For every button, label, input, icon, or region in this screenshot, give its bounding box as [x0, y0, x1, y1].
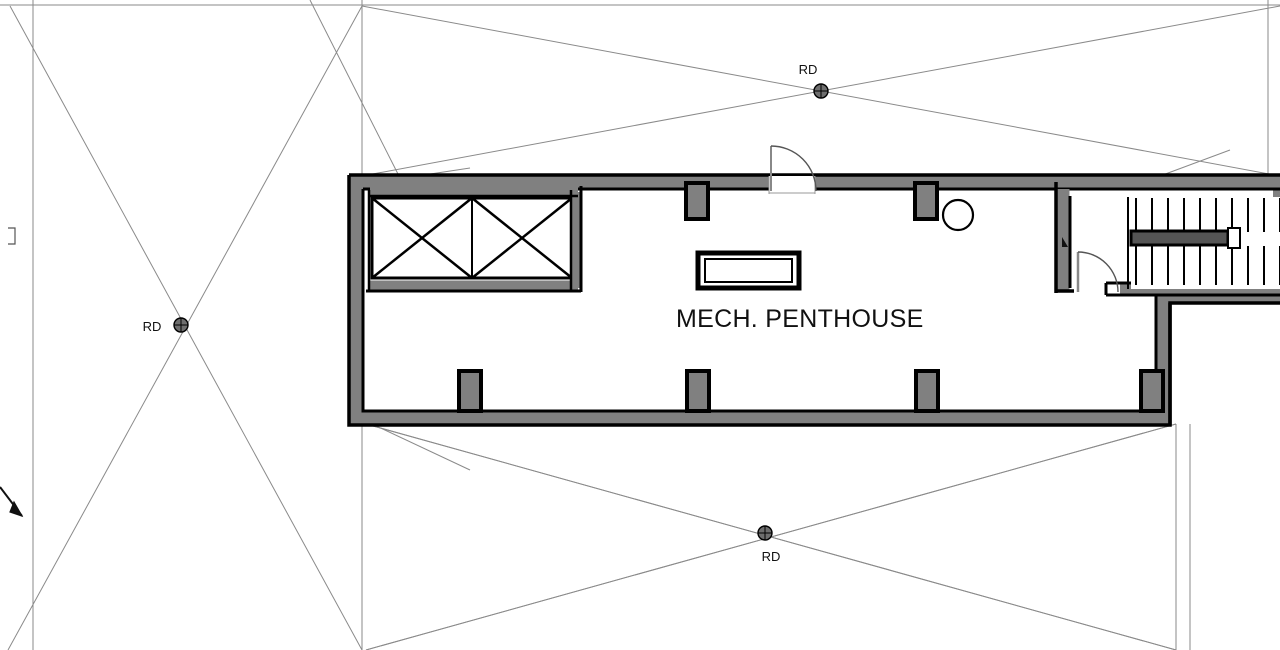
roof-leader-top-left [309, 0, 401, 179]
stair-treads-upper [1135, 198, 1280, 232]
roof-leader-bottom-left [371, 423, 471, 471]
louver-brace-right-b [471, 197, 573, 279]
left-edge-bracket-icon [8, 227, 16, 245]
pilaster-bottom-4 [1139, 369, 1165, 413]
pilaster-bottom-2 [685, 369, 711, 413]
pilaster-top-1 [684, 181, 710, 221]
roof-hatch-inner [704, 258, 793, 283]
rd-label-bottom: RD [762, 549, 781, 564]
room-label-mech-penthouse: MECH. PENTHOUSE [676, 305, 924, 333]
roof-drain-top: RD [799, 62, 829, 99]
door-swing-arc-top [770, 145, 817, 192]
roof-edge-marks [0, 227, 24, 518]
louver-assembly-top-left [366, 186, 583, 293]
door-stair-vestibule [1076, 251, 1119, 293]
roof-drain-left: RD [143, 317, 189, 334]
vent-circle [941, 198, 975, 232]
roof-leader-stair-top [1159, 149, 1231, 177]
louver-brace-left-b [371, 197, 473, 279]
pilaster-bottom-1 [457, 369, 483, 413]
stair-handrail-bar [1129, 229, 1230, 247]
stair-rail-end-cap [1227, 227, 1241, 249]
pilasters [457, 181, 1165, 413]
left-edge-arrow-head [9, 500, 24, 518]
door-opening-top [769, 176, 815, 194]
rd-label-top: RD [799, 62, 818, 77]
door-top-wall [768, 145, 817, 194]
pilaster-bottom-3 [914, 369, 940, 413]
roof-drain-bottom: RD [757, 525, 781, 564]
stair-vestibule-wall [1054, 182, 1074, 293]
door-swing-arc-vestibule [1077, 251, 1119, 293]
stair-run [1127, 197, 1280, 289]
pilaster-top-2 [913, 181, 939, 221]
roof-drain-markers: RD RD RD [143, 62, 829, 564]
vestibule-wall-hatch-tick [1062, 237, 1068, 247]
roof-hatch [695, 250, 802, 291]
rd-label-left: RD [143, 319, 162, 334]
stair-treads-lower [1135, 246, 1280, 285]
roof-slope-lines [7, 5, 1280, 650]
